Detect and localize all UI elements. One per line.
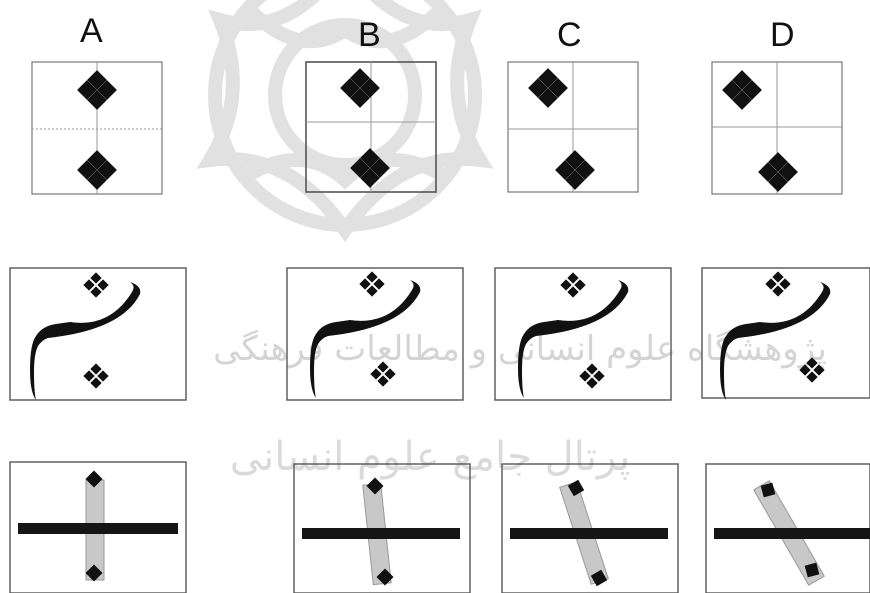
diamond-bottom <box>376 568 394 586</box>
watermark-line2: پرتال جامع علوم انسانی <box>230 434 631 480</box>
panel-row3-d <box>705 463 870 593</box>
diamond-cluster-bottom <box>555 150 595 190</box>
calligraphy-stroke <box>310 280 421 398</box>
horizontal-bar <box>18 523 178 534</box>
column-label-b: B <box>358 16 381 54</box>
diamond-bottom <box>804 562 820 578</box>
horizontal-bar <box>302 528 460 539</box>
dot-cluster-bottom <box>83 363 109 389</box>
dot-cluster-bottom <box>370 361 396 387</box>
dot-cluster-top <box>560 272 586 298</box>
panel-row1-d <box>711 61 843 195</box>
panel-row3-b <box>293 463 471 593</box>
panel-row1-a <box>31 61 163 195</box>
column-label-c: C <box>557 16 582 54</box>
dot-cluster-bottom <box>579 363 605 389</box>
panel-row3-c <box>501 463 679 593</box>
dot-cluster-bottom <box>799 357 825 383</box>
diamond-cluster-top <box>722 70 762 110</box>
panel-row2-d <box>701 267 870 400</box>
diamond-cluster-top <box>528 68 568 108</box>
watermark-rosette <box>196 0 494 243</box>
diamond-top <box>760 482 776 498</box>
diamond-cluster-top <box>340 68 380 108</box>
panel-row1-c <box>507 61 639 193</box>
column-label-a: A <box>80 12 103 50</box>
diamond-bottom <box>590 569 608 587</box>
dot-cluster-top <box>765 271 791 297</box>
calligraphy-stroke <box>518 280 629 398</box>
diamond-top <box>85 470 103 488</box>
panel-row1-b <box>305 61 437 193</box>
calligraphy-stroke <box>720 282 831 400</box>
dot-cluster-top <box>83 272 109 298</box>
calligraphy-stroke <box>30 282 141 400</box>
panel-row2-c <box>494 267 672 401</box>
horizontal-bar <box>714 528 870 539</box>
dot-cluster-top <box>359 271 385 297</box>
panel-row2-a <box>9 267 187 401</box>
panel-row2-b <box>286 267 464 401</box>
panel-row3-a <box>9 461 187 593</box>
diamond-cluster-bottom <box>758 152 798 192</box>
diamond-top <box>366 477 384 495</box>
horizontal-bar <box>510 528 668 539</box>
diamond-top <box>567 479 585 497</box>
diamond-cluster-bottom <box>350 148 390 188</box>
diamond-bottom <box>85 564 103 582</box>
column-label-d: D <box>770 16 795 54</box>
